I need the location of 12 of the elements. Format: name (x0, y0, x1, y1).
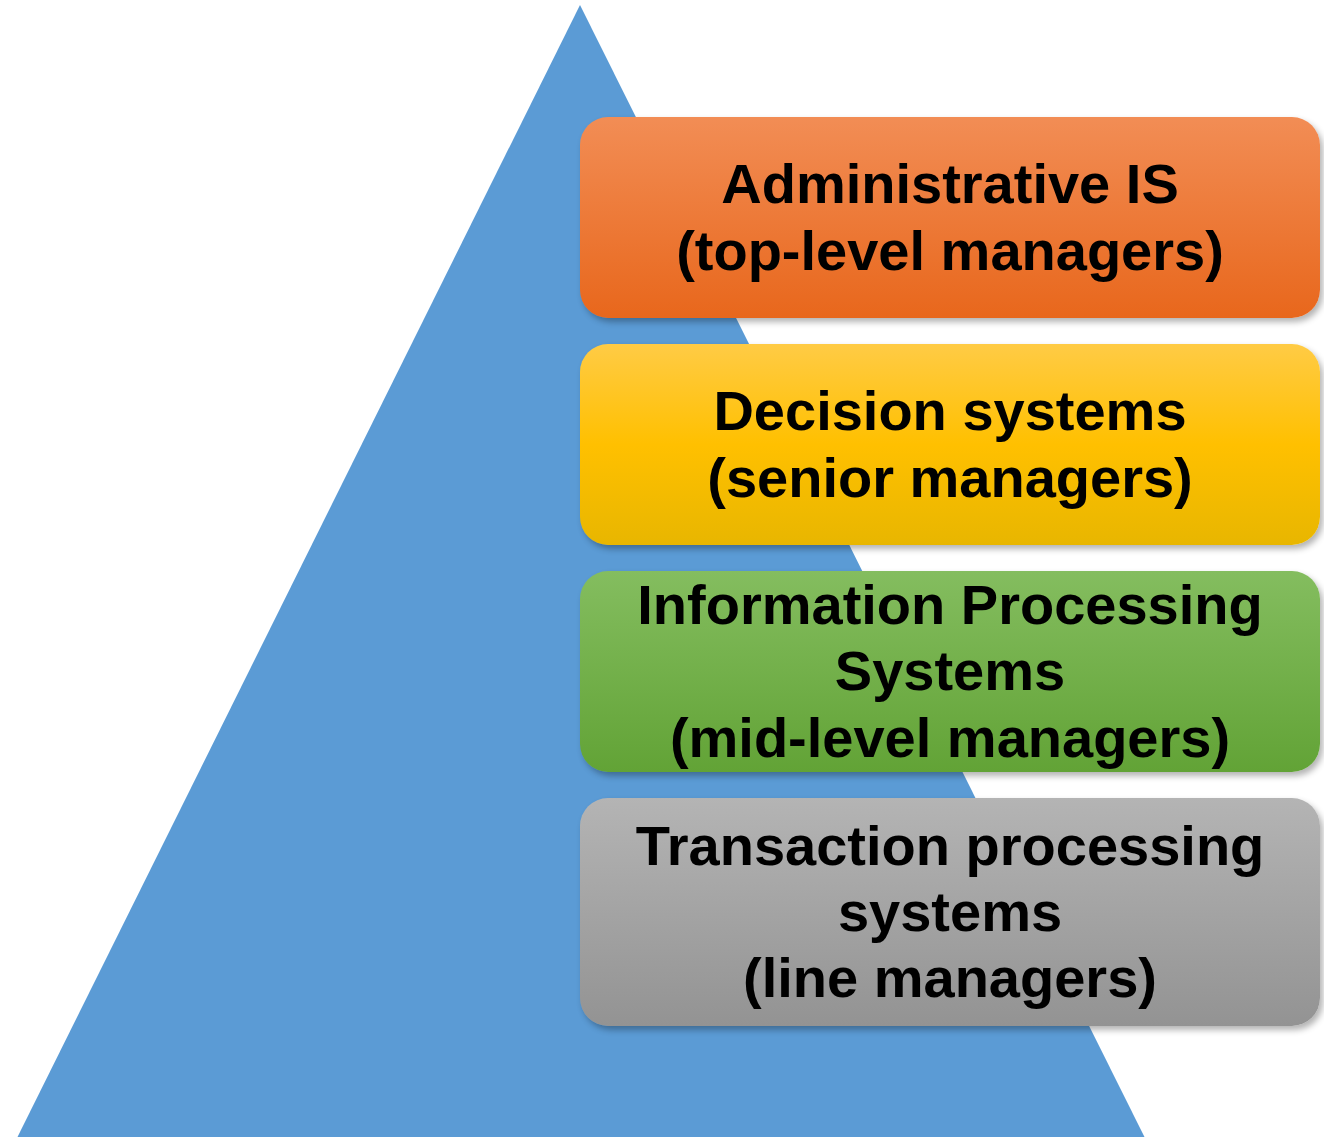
level-title: Information Processing Systems (636, 572, 1264, 705)
level-subtitle: (top-level managers) (676, 217, 1224, 284)
level-title: Decision systems (713, 378, 1187, 445)
level-subtitle: (senior managers) (707, 444, 1193, 511)
level-box (580, 571, 1320, 772)
level-subtitle: (line managers) (743, 945, 1157, 1012)
level-title: Transaction processing systems (634, 812, 1266, 945)
level-title: Administrative IS (721, 151, 1179, 218)
level-box (580, 117, 1320, 318)
level-box (580, 344, 1320, 545)
level-box (580, 798, 1320, 1026)
level-subtitle: (mid-level managers) (669, 704, 1231, 771)
